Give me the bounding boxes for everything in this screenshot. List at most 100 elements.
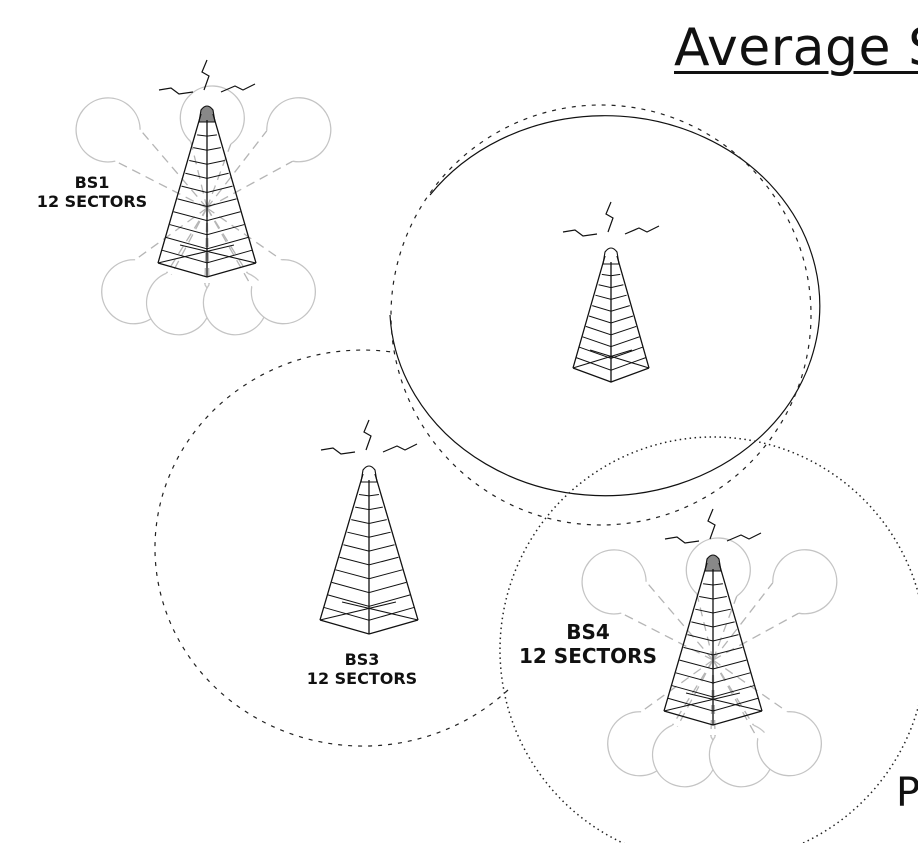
bs4-beam-spoke: [712, 595, 738, 661]
bs1-tower-rung: [189, 159, 225, 165]
bs2-tower-rung: [582, 336, 640, 348]
bs1-coverage-boundary: [389, 115, 821, 497]
bs4-beam-spoke: [670, 659, 714, 739]
bs1-beam-lobe: [266, 97, 332, 163]
bs3-coverage-boundary: [154, 349, 509, 747]
bs1-sector-beams: [75, 85, 332, 336]
bs1-beam-spoke: [206, 207, 253, 288]
bs2-tower-base: [572, 367, 650, 383]
bs1-tower-antenna-cap: [198, 105, 216, 123]
bs2-tower-rung: [595, 294, 627, 300]
bs4-beam-lobe: [756, 711, 822, 777]
bs2-tower-brace: [572, 349, 633, 369]
bs1-beam-spoke: [204, 207, 208, 285]
bs4-sector-beams: [581, 537, 838, 788]
bs4-tower-leg: [718, 562, 763, 712]
bs3-tower-leg: [374, 473, 419, 621]
bs1-tower-leg: [212, 113, 257, 264]
bs4-tower-antenna-signal: [707, 508, 716, 540]
bs3-tower-brace: [341, 601, 419, 621]
bs1-tower-rung: [193, 147, 221, 151]
bs4-name: BS4: [566, 620, 610, 644]
bs3-label: BS3 12 SECTORS: [307, 650, 417, 688]
page-title: Average S: [674, 18, 918, 78]
bs3-tower-rung: [347, 531, 391, 538]
bs1-name: BS1: [74, 173, 110, 192]
bs1-tower-rung: [169, 224, 245, 236]
bs1-tower: [157, 59, 257, 278]
bs4-beam-spoke: [621, 612, 714, 661]
bs4-tower-rung: [671, 685, 755, 698]
bs1-tower-rung: [197, 134, 217, 137]
bs3-tower: [319, 419, 419, 635]
bs3-tower-rung: [343, 544, 395, 552]
bs2-tower-brace: [589, 349, 650, 369]
bs4-tower-base: [663, 710, 763, 726]
bs2-tower-rung: [598, 284, 624, 289]
bs4-tower-rung: [687, 634, 739, 642]
bs4-tower-rung: [675, 672, 751, 684]
bs1-tower-brace: [179, 244, 257, 264]
bs4-beam-lobe: [581, 549, 647, 615]
bs4-tower-antenna-cap: [704, 554, 722, 572]
bs1-tower-leg: [157, 113, 202, 264]
bs2-tower-antenna-signal: [562, 229, 598, 237]
bs1-tower-rung: [173, 211, 241, 222]
bs4-tower: [663, 508, 763, 726]
bs3-tower-antenna-signal: [320, 447, 356, 455]
bs3-tower-rung: [339, 556, 399, 566]
bs3-name: BS3: [344, 650, 380, 669]
bs4-label: BS4 12 SECTORS: [519, 620, 657, 668]
bs3-tower-leg: [319, 473, 364, 621]
bs1-tower-rung: [185, 172, 229, 179]
bs1-tower-antenna-signal: [220, 83, 256, 93]
bs1-tower-antenna-signal: [201, 59, 210, 91]
bs1-beam-lobe: [145, 272, 212, 336]
bs4-tower-antenna-signal: [664, 536, 700, 544]
bs2-tower-antenna-signal: [605, 201, 614, 233]
bs3-tower-antenna-cap: [360, 465, 378, 483]
bs2-tower-leg: [616, 255, 650, 369]
bs4-beam-spoke: [672, 659, 714, 726]
bs2-tower-rung: [592, 305, 630, 312]
bs4-beam-spoke: [712, 659, 759, 740]
bs1-tower-antenna-signal: [158, 87, 194, 95]
bs2-tower-rung: [576, 357, 646, 371]
bs4-tower-antenna-signal: [726, 532, 762, 542]
bs4-tower-rung: [679, 659, 747, 670]
bs2-tower-antenna-signal: [624, 225, 660, 235]
bs2-tower-rung: [579, 346, 643, 359]
bs4-tower-rung: [699, 595, 727, 600]
bs1-beam-spoke: [139, 129, 208, 209]
bs2-tower-rung: [588, 315, 634, 324]
bs1-tower-rung: [177, 198, 237, 208]
bs3-tower-rung: [351, 519, 387, 524]
bs4-beam-lobe: [772, 549, 838, 615]
bs4-beam-lobe: [651, 724, 718, 788]
bs2-coverage-boundary: [390, 104, 812, 526]
bs4-tower-brace: [663, 692, 741, 712]
bs1-beam-spoke: [115, 160, 208, 209]
bs4-tower-rung: [695, 608, 731, 614]
bs2-tower-leg: [572, 255, 606, 369]
bs1-beam-spoke: [206, 207, 210, 285]
bs1-beam-spoke: [206, 207, 282, 261]
corner-text: P: [896, 770, 918, 816]
bs3-tower-rung: [359, 494, 379, 497]
bs2-tower-rung: [601, 273, 621, 277]
bs3-tower-rung: [327, 594, 411, 607]
bs4-tower-brace: [685, 692, 763, 712]
bs1-beam-lobe: [75, 97, 141, 163]
bs1-tower-brace: [157, 244, 235, 264]
bs4-tower-rung: [667, 697, 759, 712]
bs3-tower-rung: [323, 606, 415, 621]
bs2-tower-antenna-cap: [602, 247, 620, 265]
bs3-tower-rung: [331, 581, 407, 594]
bs4-beam-spoke: [712, 582, 774, 661]
bs4-sectors: 12 SECTORS: [519, 644, 657, 668]
bs3-tower-brace: [319, 601, 397, 621]
bs1-tower-base: [157, 262, 257, 278]
bs3-tower-antenna-signal: [363, 419, 372, 451]
bs1-tower-rung: [161, 249, 253, 264]
